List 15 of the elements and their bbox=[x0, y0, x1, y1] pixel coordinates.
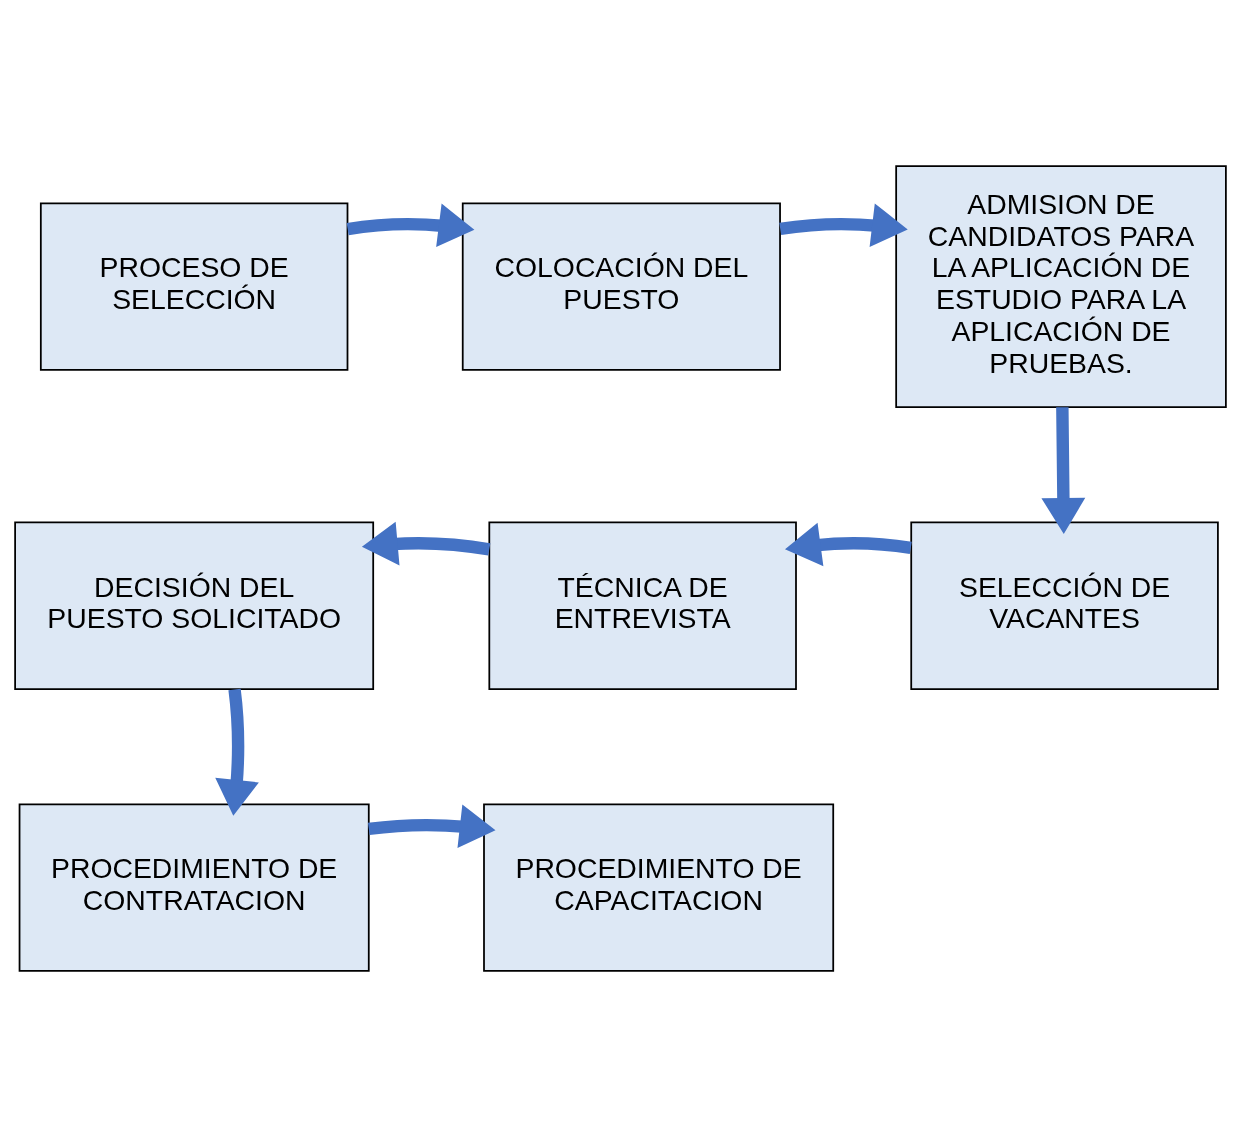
arrow bbox=[779, 203, 908, 247]
node-box: COLOCACIÓN DEL PUESTO bbox=[461, 202, 781, 371]
arrow bbox=[346, 203, 475, 248]
arrow bbox=[1041, 407, 1086, 534]
node-box: ADMISION DE CANDIDATOS PARA LA APLICACIÓN DE ESTUDIO PARA LA APLICACIÓN DE PRUEBAS. bbox=[895, 165, 1227, 409]
arrow bbox=[215, 688, 259, 816]
node-box: SELECCIÓN DE VACANTES bbox=[910, 521, 1219, 690]
arrow bbox=[361, 521, 491, 566]
node-box: DECISIÓN DEL PUESTO SOLICITADO bbox=[14, 521, 375, 690]
node-box: TÉCNICA DE ENTREVISTA bbox=[488, 521, 797, 690]
node-box: PROCEDIMIENTO DE CAPACITACION bbox=[483, 803, 835, 972]
arrow bbox=[785, 522, 912, 567]
arrow bbox=[368, 804, 496, 849]
node-box: PROCESO DE SELECCIÓN bbox=[39, 202, 349, 371]
node-box: PROCEDIMIENTO DE CONTRATACION bbox=[18, 803, 370, 972]
